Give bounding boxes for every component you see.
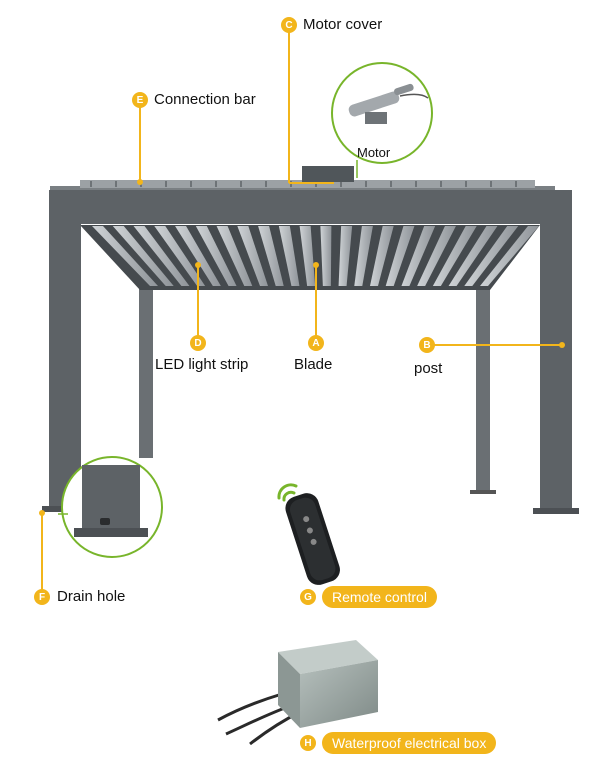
- electrical-box-icon: [218, 640, 378, 744]
- callout-dot-d: [195, 262, 201, 268]
- connection-bar-tick: [115, 181, 117, 187]
- front-right-foot: [533, 508, 579, 514]
- connection-bar-tick: [190, 181, 192, 187]
- label-drain-hole: Drain hole: [57, 588, 125, 605]
- remote-control-icon: [282, 490, 343, 588]
- back-left-post: [139, 288, 153, 458]
- callout-dot-f: [39, 510, 45, 516]
- badge-d: D: [190, 335, 206, 351]
- callout-dot-a: [313, 262, 319, 268]
- connection-bar-tick: [265, 181, 267, 187]
- front-left-post: [49, 190, 81, 510]
- badge-c: C: [281, 17, 297, 33]
- label-connection-bar: Connection bar: [154, 91, 256, 108]
- label-waterproof-electrical-box: Waterproof electrical box: [322, 732, 496, 754]
- connection-bar-tick: [490, 181, 492, 187]
- label-led-light-strip: LED light strip: [155, 356, 248, 373]
- label-blade: Blade: [294, 356, 332, 373]
- badge-e: E: [132, 92, 148, 108]
- connection-bar-tick: [240, 181, 242, 187]
- front-beam: [50, 186, 555, 224]
- badge-f: F: [34, 589, 50, 605]
- connection-bar-tick: [415, 181, 417, 187]
- connection-bar-tick: [440, 181, 442, 187]
- drain-hole-closeup-icon: [74, 465, 148, 537]
- label-post: post: [414, 360, 442, 377]
- badge-h: H: [300, 735, 316, 751]
- badge-g: G: [300, 589, 316, 605]
- front-right-post: [540, 190, 572, 512]
- connection-bar-tick: [165, 181, 167, 187]
- connection-bar-tick: [90, 181, 92, 187]
- connection-bar-tick: [390, 181, 392, 187]
- badge-b: B: [419, 337, 435, 353]
- back-right-foot: [470, 490, 496, 494]
- back-right-post: [476, 288, 490, 493]
- callout-dot-b: [559, 342, 565, 348]
- badge-a: A: [308, 335, 324, 351]
- motor-cover: [302, 166, 354, 182]
- motor-label: Motor: [357, 145, 390, 160]
- label-remote-control: Remote control: [322, 586, 437, 608]
- connection-bar-tick: [465, 181, 467, 187]
- connection-bar-tick: [215, 181, 217, 187]
- callout-dot-e: [137, 179, 143, 185]
- connection-bar-tick: [365, 181, 367, 187]
- label-motor-cover: Motor cover: [303, 16, 382, 33]
- connection-bar-tick: [515, 181, 517, 187]
